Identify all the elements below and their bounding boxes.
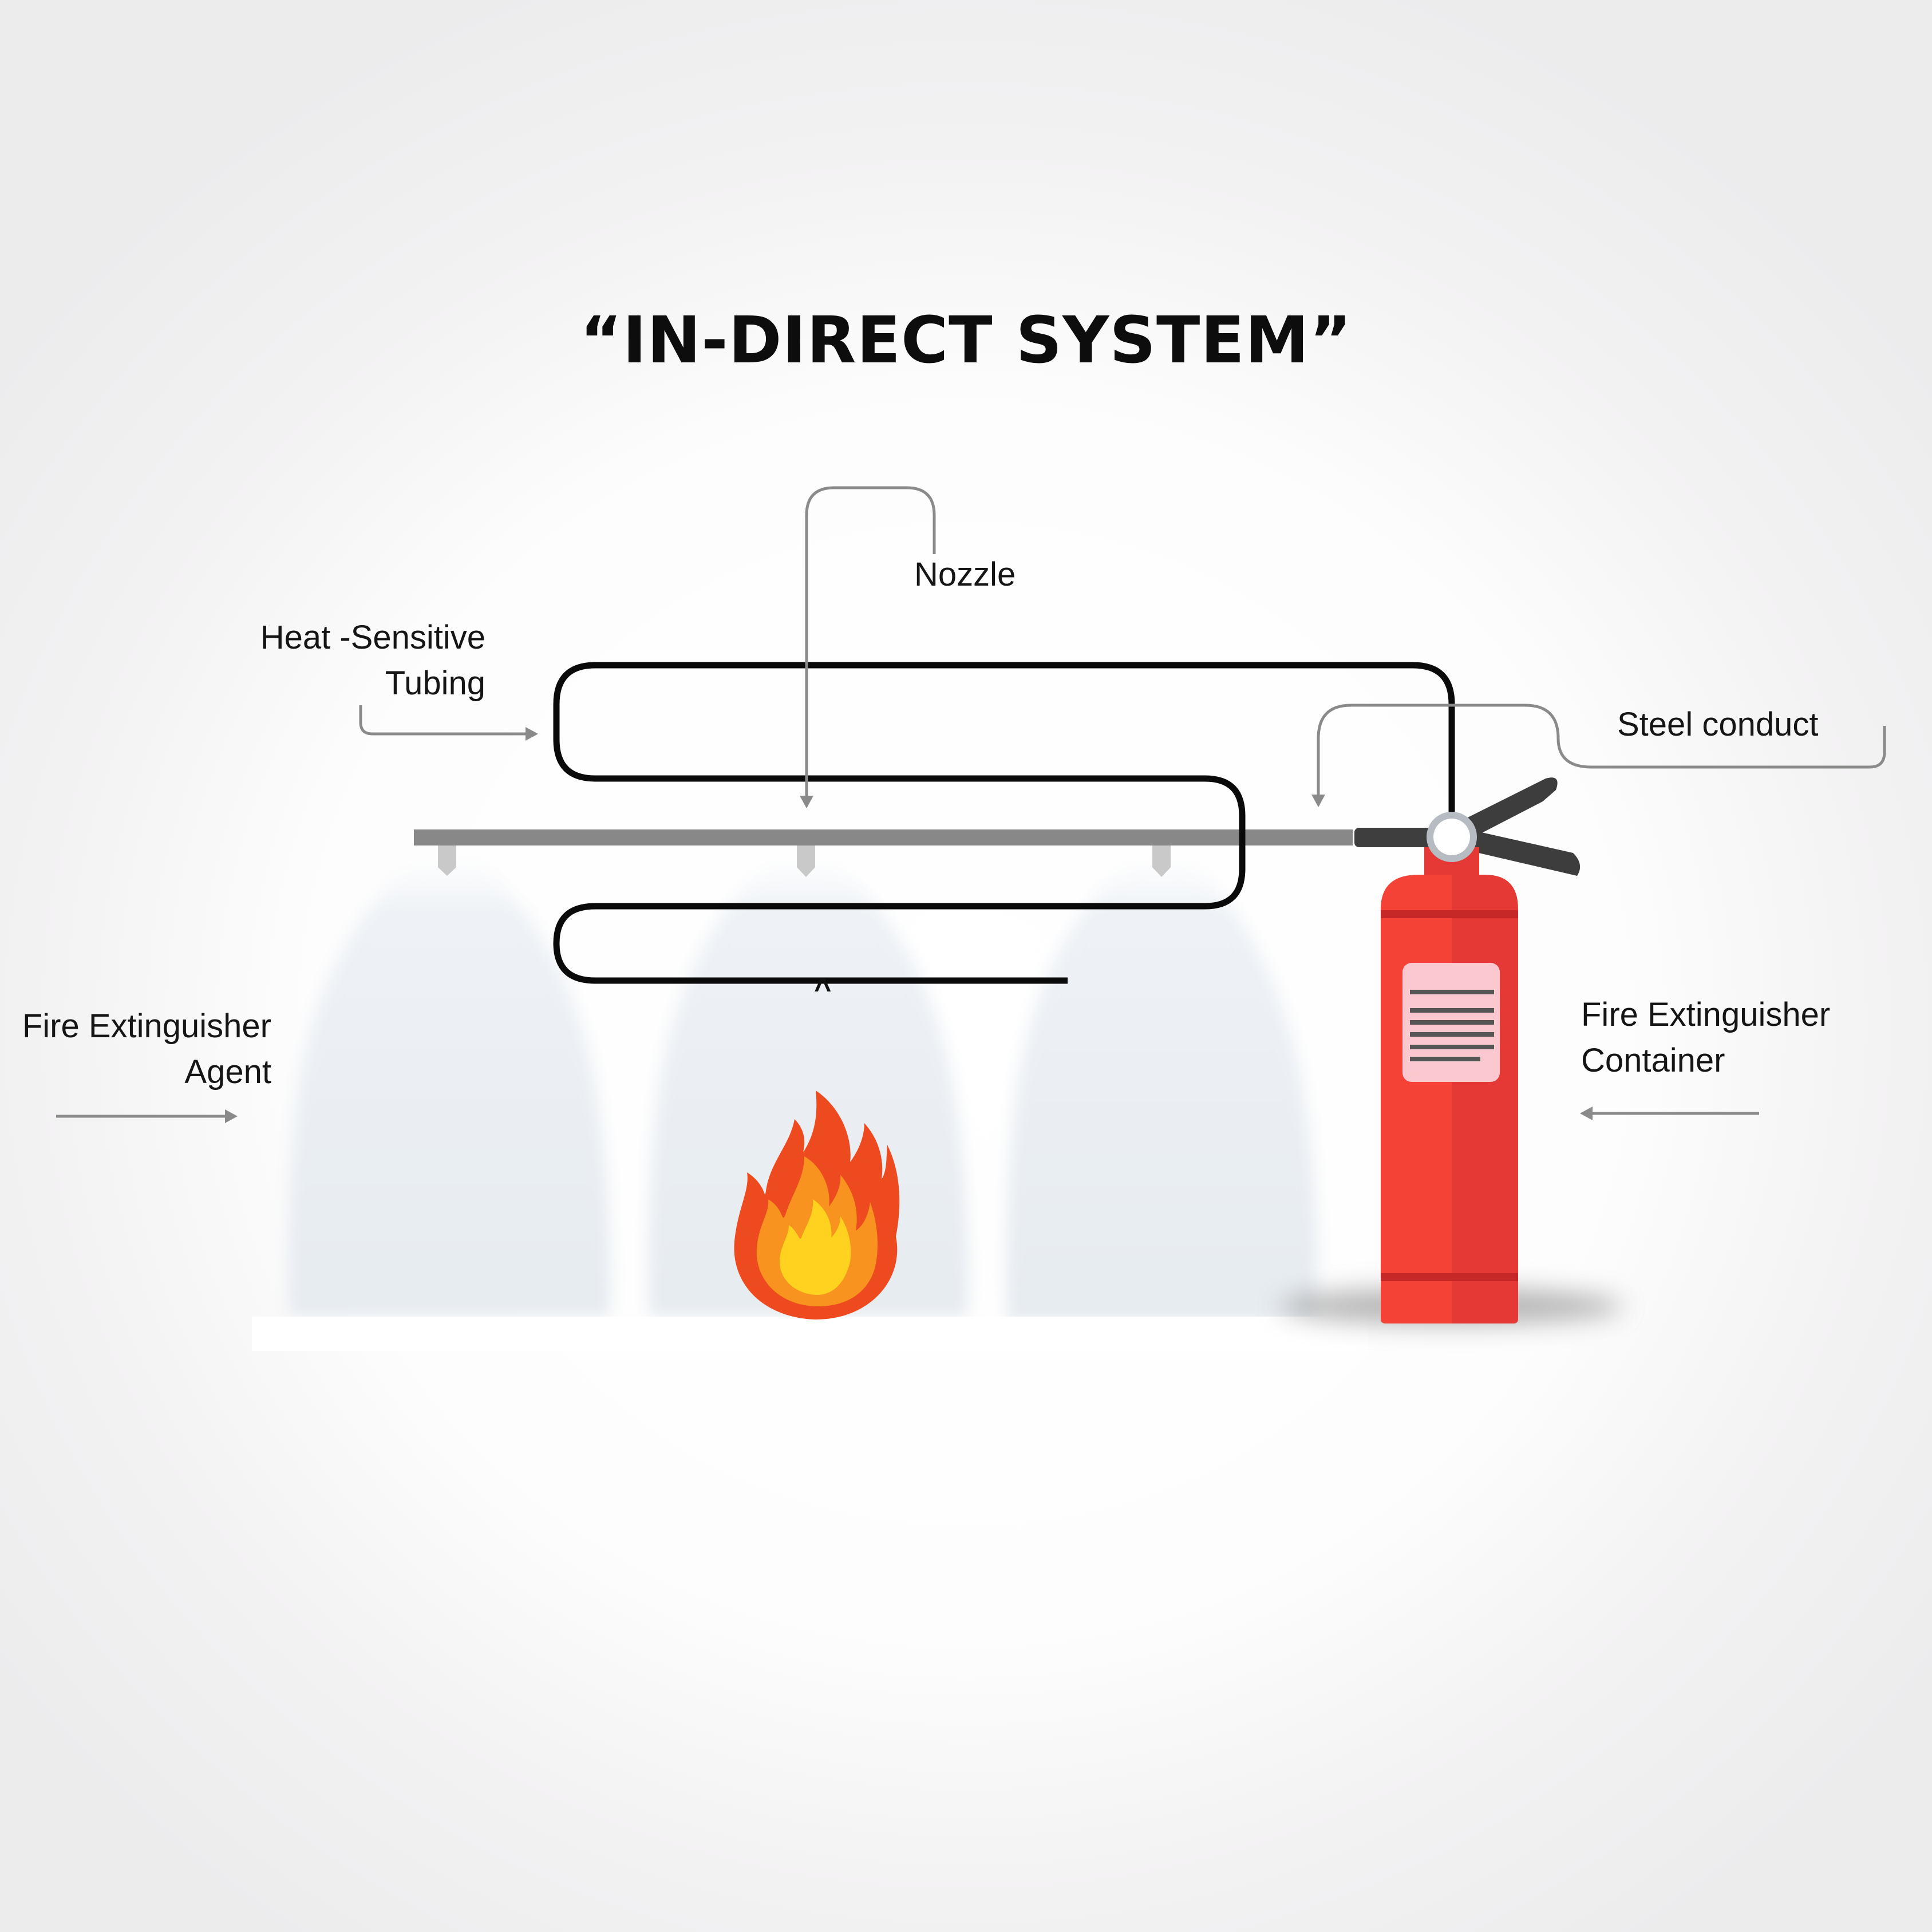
agent-label-line1: Fire Extinguisher — [22, 1008, 271, 1045]
arrow-icon — [1311, 795, 1325, 807]
arrow-icon — [800, 796, 813, 808]
flame-inner — [779, 1199, 851, 1295]
agent-spray-left — [288, 856, 611, 1317]
floor-fade — [252, 1317, 1368, 1351]
agent-spray-right — [1006, 856, 1318, 1322]
heat-sensitive-tubing — [553, 662, 1455, 984]
spray-nozzle-icon — [1152, 846, 1171, 877]
arrow-icon — [225, 1109, 238, 1123]
tubing-callout-line — [359, 705, 530, 736]
container-label-line1: Fire Extinguisher — [1581, 996, 1831, 1033]
conduct-label: Steel conduct — [1617, 706, 1819, 743]
extinguisher-valve-center — [1433, 819, 1470, 855]
tubing-label-line2: Tubing — [385, 665, 485, 702]
extinguisher-body-left — [1381, 875, 1452, 1323]
extinguisher-lever-top — [1454, 777, 1558, 844]
fire-icon — [734, 1091, 900, 1319]
spray-nozzle-icon — [797, 846, 815, 877]
conduct-callout-line — [1317, 704, 1886, 797]
extinguisher-body-right — [1452, 875, 1518, 1323]
arrow-icon — [1580, 1107, 1593, 1120]
extinguisher-hose-connector — [1354, 828, 1440, 847]
container-label-line2: Container — [1581, 1042, 1725, 1079]
agent-label-line2: Agent — [184, 1053, 271, 1091]
nozzle-callout-line — [805, 486, 936, 799]
extinguisher-label-lines — [1410, 990, 1494, 1061]
fire-extinguisher-icon — [1354, 777, 1581, 1323]
arrow-icon — [526, 727, 538, 741]
extinguisher-band-bottom — [1381, 1273, 1518, 1281]
nozzle-group — [438, 846, 1171, 877]
diagram-title: “IN-DIRECT SYSTEM” — [580, 303, 1352, 378]
spray-nozzle-icon — [438, 846, 456, 876]
steel-conduct-pipe — [414, 829, 1353, 846]
extinguisher-band-top — [1381, 910, 1518, 918]
nozzle-label: Nozzle — [914, 556, 1016, 593]
tubing-label-line1: Heat -Sensitive — [260, 619, 485, 656]
tubing-end-caret: ^ — [814, 973, 832, 1006]
extinguisher-lever-bottom — [1454, 827, 1581, 876]
